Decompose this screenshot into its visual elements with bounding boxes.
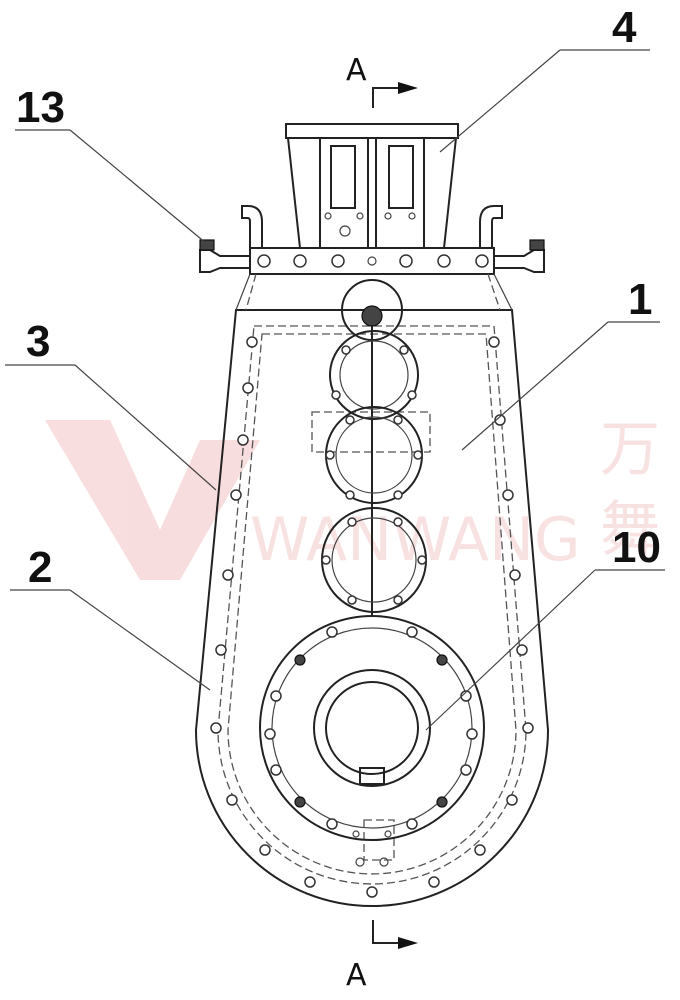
section-marker-top: A [346, 53, 418, 108]
watermark-logo [45, 420, 260, 580]
watermark-brand-text: WANWANG [250, 505, 580, 575]
gear-train [321, 279, 427, 615]
label-part-1: 1 [628, 275, 652, 324]
housing-bolts [210, 336, 534, 898]
label-part-2: 2 [28, 543, 52, 592]
leader-lines [5, 49, 665, 731]
left-pipe [199, 205, 263, 273]
top-mount [285, 123, 459, 249]
watermark-char-2: 舞 [600, 495, 660, 565]
top-flange [249, 247, 495, 275]
label-part-3: 3 [26, 317, 50, 366]
right-pipe [479, 205, 545, 273]
section-letter-bottom: A [346, 958, 367, 993]
section-letter-top: A [346, 53, 367, 88]
output-flange [259, 615, 485, 867]
watermark-char-1: 万 [600, 415, 660, 485]
watermark: WANWANG 万 舞 [45, 415, 660, 580]
label-part-4: 4 [612, 3, 637, 52]
label-part-13: 13 [16, 83, 65, 132]
section-marker-bottom: A [346, 920, 418, 993]
label-part-10: 10 [612, 523, 661, 572]
